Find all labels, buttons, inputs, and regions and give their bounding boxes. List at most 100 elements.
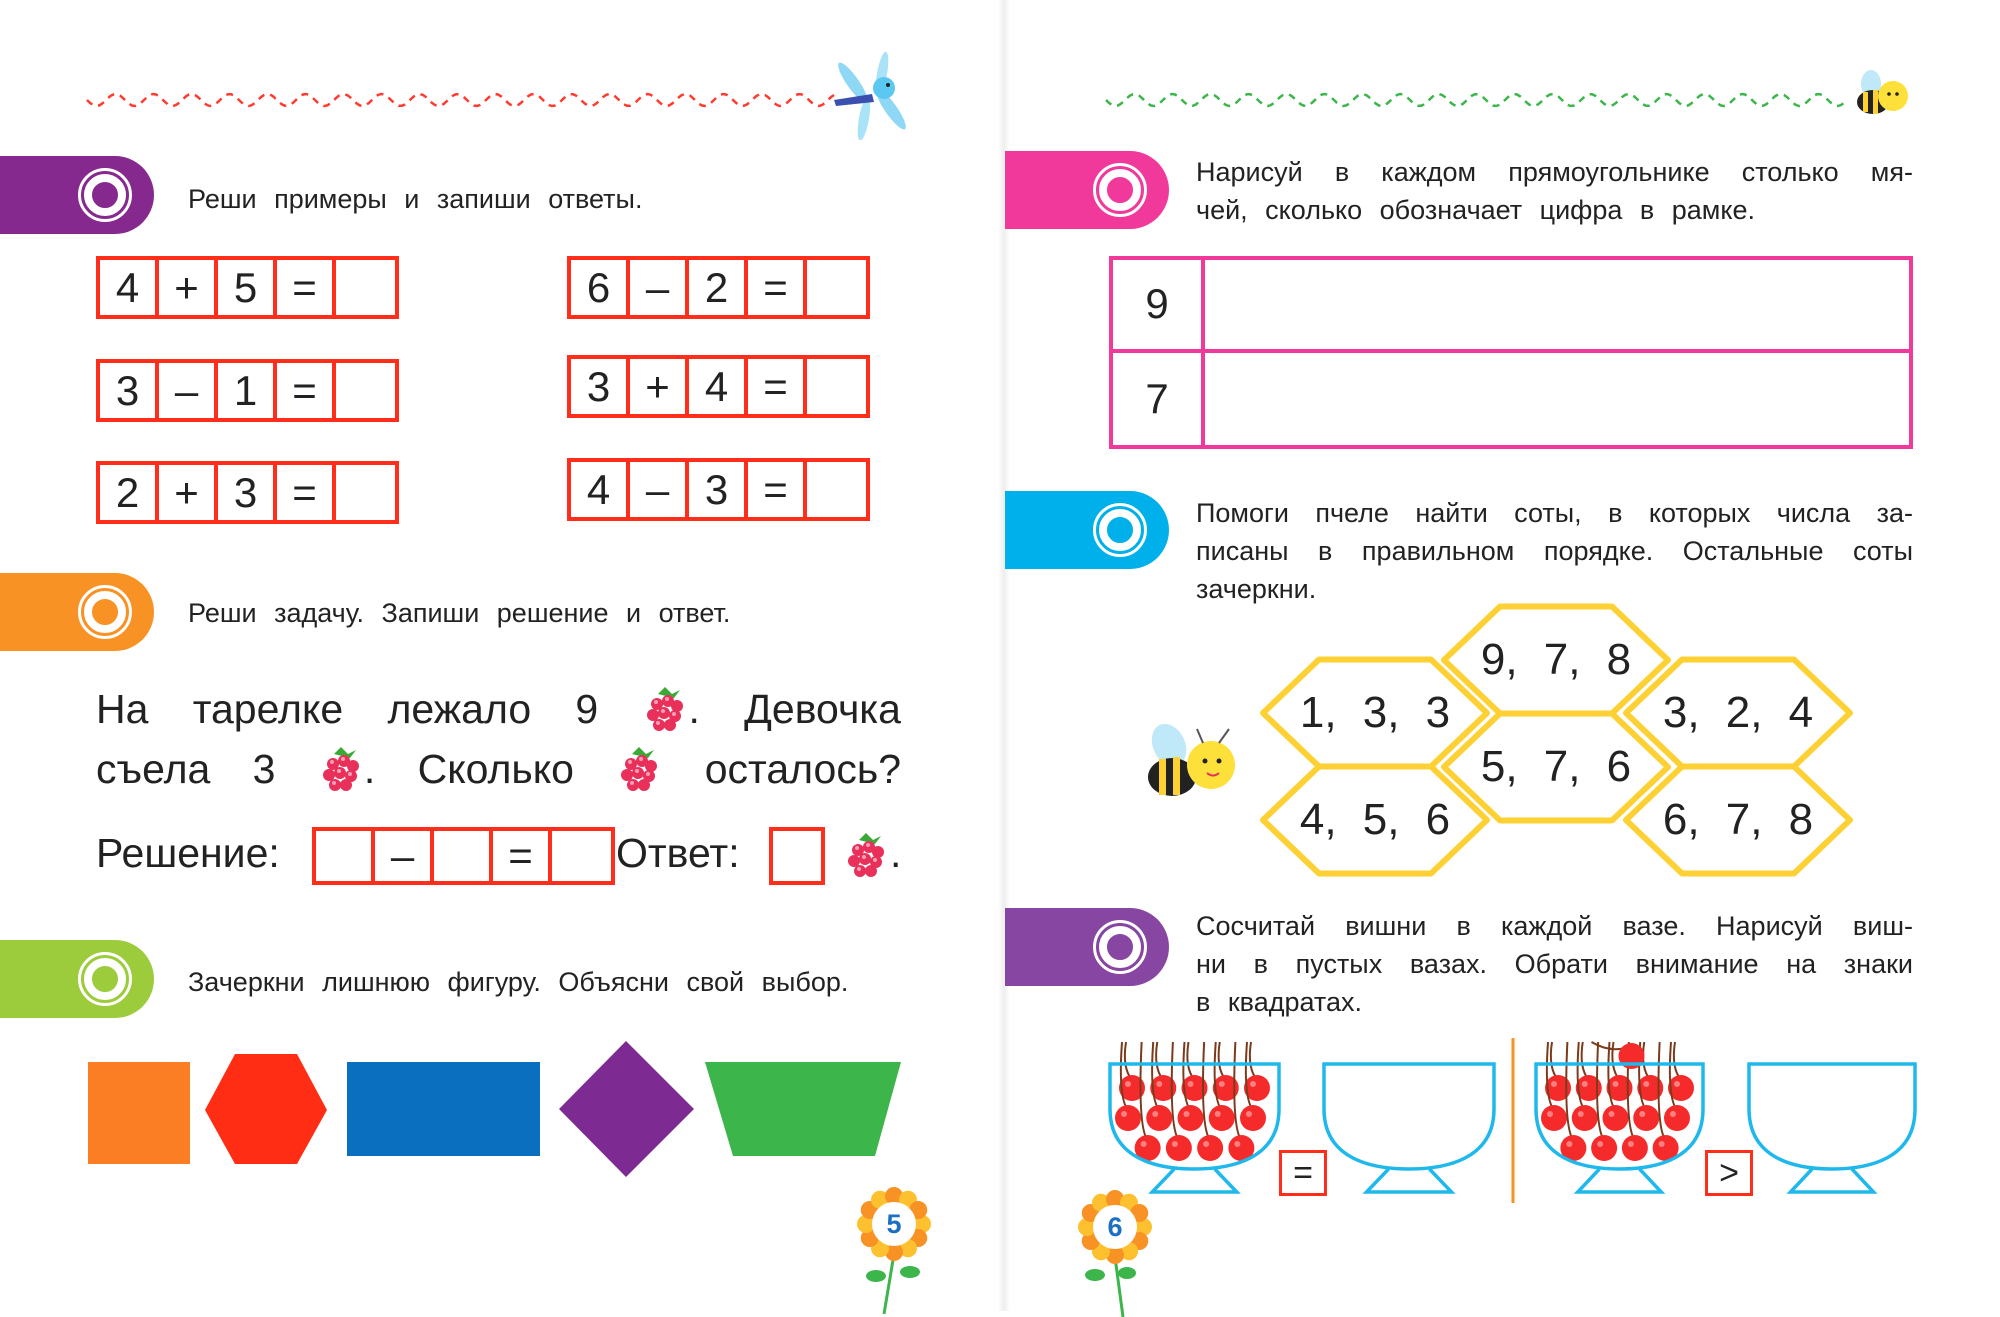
answer-cell[interactable] [807,462,866,517]
equation-cell: = [277,363,336,418]
bee-icon [1148,723,1235,796]
equation-1: 4+5= [96,256,399,319]
instruction-line: Нарисуй в каждом прямоугольнике столько … [1196,157,1913,187]
equation-4: 6–2= [567,256,870,319]
balls-table: 9 7 [1109,256,1913,449]
task-marker-pink [1005,151,1169,229]
instruction-line: Помоги пчеле найти соты, в которых числа… [1196,498,1913,528]
problem-word: осталось? [704,745,901,792]
red-hexagon[interactable] [205,1054,327,1164]
honeycomb-cell-label[interactable]: 5, 7, 6 [1480,742,1632,791]
task-marker-purple [1005,908,1169,986]
circle-icon [1093,503,1147,557]
equation-cell: – [630,260,689,315]
cherry [1119,1075,1145,1101]
problem-word: 9 [575,685,599,732]
equation-3: 2+3= [96,461,399,524]
answer-cell[interactable] [807,359,866,414]
cherry [1591,1135,1618,1161]
cherry [1165,1135,1192,1161]
circle-icon [1093,920,1147,974]
equation-cell: = [277,465,336,520]
cherry [1115,1105,1141,1131]
answer-cell[interactable] [336,260,395,315]
task-marker-orange [0,573,154,651]
honeycomb-cell-label[interactable]: 9, 7, 8 [1480,635,1632,684]
circle-icon [78,952,132,1006]
table-row[interactable]: 9 [1113,260,1909,353]
sign-box-greater: > [1705,1150,1753,1196]
answer-box[interactable] [769,827,825,885]
page-number-flower-6: 6 [1075,1187,1155,1317]
cherry [1606,1075,1633,1101]
row-number: 9 [1113,260,1205,349]
red-wave-line [86,92,835,108]
cherry [1197,1135,1224,1161]
green-wave-line [1105,92,1848,108]
cherry [1637,1075,1664,1101]
honeycomb-cell-label[interactable]: 3, 2, 4 [1662,688,1814,737]
problem-word: лежало [387,685,532,732]
raspberry-icon: . [642,684,700,734]
vase-with-cherries [1108,1041,1281,1194]
table-row[interactable]: 7 [1113,352,1909,445]
solution-cell: = [493,831,552,881]
equation-cell: – [159,363,218,418]
task2-instruction: Реши задачу. Запиши решение и ответ. [188,598,731,628]
solution-cell[interactable] [434,831,493,881]
cherry [1664,1105,1690,1131]
equation-cell: 3 [218,465,277,520]
decorative-waves [86,51,1908,140]
cherry [1150,1075,1177,1101]
problem-word: На [96,685,149,732]
blue-rectangle[interactable] [347,1062,540,1156]
cherry [1560,1135,1587,1161]
raspberry-icon [616,744,662,794]
cherry [1571,1105,1598,1131]
solution-label: Решение: [96,830,280,876]
instruction-line: ни в пустых вазах. Обрати внимание на зн… [1196,949,1913,979]
cherry [1668,1075,1694,1101]
answer-cell[interactable] [807,260,866,315]
task-marker-purple [0,156,154,234]
bee-icon [1857,70,1908,114]
instruction-line: писаны в правильном порядке. Остальные с… [1196,536,1913,566]
equation-cell: 4 [100,260,159,315]
cherry [1208,1105,1235,1131]
cherry [1633,1105,1660,1131]
honeycomb-cell-label[interactable]: 1, 3, 3 [1299,688,1451,737]
task1-instruction: Реши примеры и запиши ответы. [188,184,643,214]
cherry [1181,1075,1208,1101]
problem-line-1: На тарелке лежало 9. Девочка [96,681,901,737]
cherry [1618,1043,1645,1069]
cherry [1177,1105,1204,1131]
equation-cell: 3 [689,462,748,517]
task-marker-green [0,940,154,1018]
equation-cell: + [630,359,689,414]
instruction-line: зачеркни. [1196,574,1317,604]
answer-cell[interactable] [336,363,395,418]
orange-square[interactable] [88,1062,190,1164]
purple-rhombus[interactable] [559,1041,694,1177]
answer-cell[interactable] [336,465,395,520]
equation-5: 3+4= [567,355,870,418]
vase-with-cherries [1534,1041,1705,1194]
problem-word: Сколько [417,745,574,792]
solution-cell[interactable] [552,831,611,881]
page-number: 5 [876,1206,912,1242]
raspberry-icon: . [318,744,375,794]
solution-cell[interactable] [316,831,375,881]
equation-cell: = [748,260,807,315]
problem-word: тарелке [192,685,344,732]
cherry [1621,1135,1648,1161]
solution-boxes[interactable]: –= [312,827,615,885]
green-trapezoid[interactable] [705,1062,901,1156]
task-marker-blue [1005,491,1169,569]
honeycomb-cell-label[interactable]: 4, 5, 6 [1299,795,1451,844]
problem-word: Девочка [744,685,901,732]
instruction-line: Сосчитай вишни в каждой вазе. Нарисуй ви… [1196,911,1913,941]
honeycomb-cell-label[interactable]: 6, 7, 8 [1662,795,1814,844]
solution-cell: – [375,831,434,881]
cherry [1541,1105,1567,1131]
